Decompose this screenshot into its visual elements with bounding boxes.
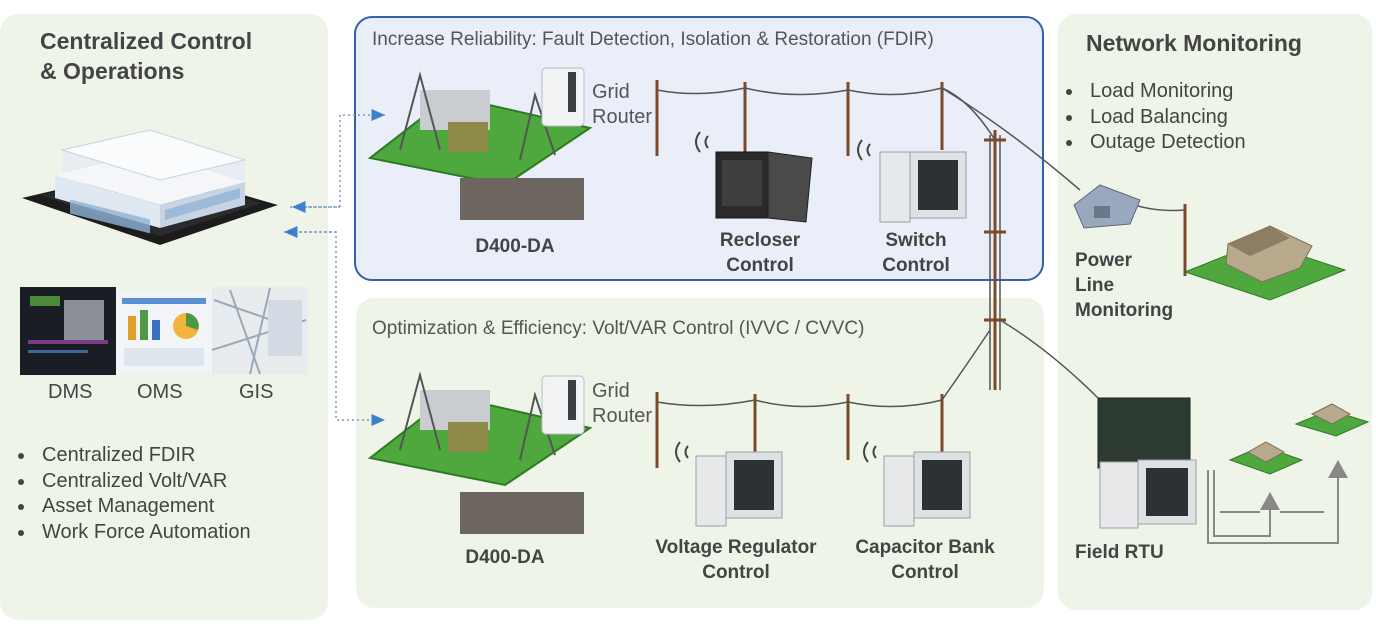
recloser-control-icon [695, 131, 813, 223]
dms-screen-icon [20, 287, 116, 375]
field-rtu-label: Field RTU [1075, 542, 1164, 563]
grid-router-top-label: Grid Router [592, 80, 652, 130]
house-icon [1183, 225, 1347, 301]
label-line-2: Control [702, 562, 770, 583]
voltage-regulator-label: Voltage Regulator Control [636, 535, 836, 585]
title-line-1: Centralized Control [40, 28, 253, 54]
small-house-2-icon [1294, 403, 1370, 437]
substation-top-icon [367, 67, 593, 220]
voltage-regulator-control-icon [675, 441, 783, 527]
network-monitoring-title: Network Monitoring [1086, 30, 1302, 56]
power-line-bottom [655, 329, 991, 468]
fdir-title: Increase Reliability: Fault Detection, I… [372, 29, 934, 50]
centralized-bullets: Centralized FDIR Centralized Volt/VAR As… [8, 443, 251, 545]
label-line-1: Power [1075, 250, 1133, 271]
label-line-1: Recloser [719, 230, 801, 251]
list-item: Work Force Automation [36, 520, 251, 546]
list-item: Centralized FDIR [36, 443, 251, 469]
capacitor-bank-control-icon [863, 441, 971, 527]
substation-top-label: D400-DA [475, 236, 555, 257]
label-line-1: Capacitor Bank [855, 537, 995, 558]
recloser-control-label: Recloser Control [690, 228, 830, 278]
feeder-to-houses [1137, 204, 1187, 276]
label-line-2: Control [891, 562, 959, 583]
rtu-links [1207, 460, 1348, 544]
substation-bottom-label: D400-DA [465, 547, 545, 568]
list-item: Load Balancing [1084, 105, 1246, 131]
grid-router-bottom-label: Grid Router [592, 379, 652, 429]
vertical-feeder [984, 130, 1101, 401]
label-line-1: Switch [885, 230, 947, 251]
label-line-1: Voltage Regulator [655, 537, 817, 558]
oms-screen-icon [116, 292, 212, 374]
power-line-monitoring-label: Power Line Monitoring [1075, 248, 1173, 323]
switch-control-icon [857, 139, 967, 223]
label-line-3: Monitoring [1075, 300, 1174, 321]
control-center-building-icon [22, 129, 278, 245]
field-rtu-icon [1097, 397, 1197, 529]
volt-var-title: Optimization & Efficiency: Volt/VAR Cont… [372, 318, 865, 339]
control-links [284, 109, 385, 426]
list-item: Asset Management [36, 494, 251, 520]
label-line-2: Line [1075, 275, 1115, 296]
monitoring-bullets: Load Monitoring Load Balancing Outage De… [1056, 79, 1246, 156]
small-house-1-icon [1228, 441, 1304, 475]
power-line-top [655, 80, 1081, 191]
list-item: Load Monitoring [1084, 79, 1246, 105]
dms-label: DMS [48, 381, 93, 403]
power-line-sensor-icon [1073, 184, 1141, 229]
gis-label: GIS [239, 381, 274, 403]
label-line-2: Control [882, 255, 950, 276]
capacitor-bank-label: Capacitor Bank Control [832, 535, 1018, 585]
switch-control-label: Switch Control [846, 228, 986, 278]
substation-bottom-icon [367, 371, 593, 534]
title-line-2: & Operations [40, 58, 185, 84]
router-line-1: Grid [592, 380, 630, 402]
list-item: Centralized Volt/VAR [36, 469, 251, 495]
oms-label: OMS [137, 381, 183, 403]
label-line-2: Control [726, 255, 794, 276]
router-line-2: Router [592, 106, 653, 128]
router-line-1: Grid [592, 81, 630, 103]
centralized-control-title: Centralized Control & Operations [40, 26, 252, 86]
router-line-2: Router [592, 405, 653, 427]
list-item: Outage Detection [1084, 130, 1246, 156]
gis-screen-icon [211, 287, 308, 375]
